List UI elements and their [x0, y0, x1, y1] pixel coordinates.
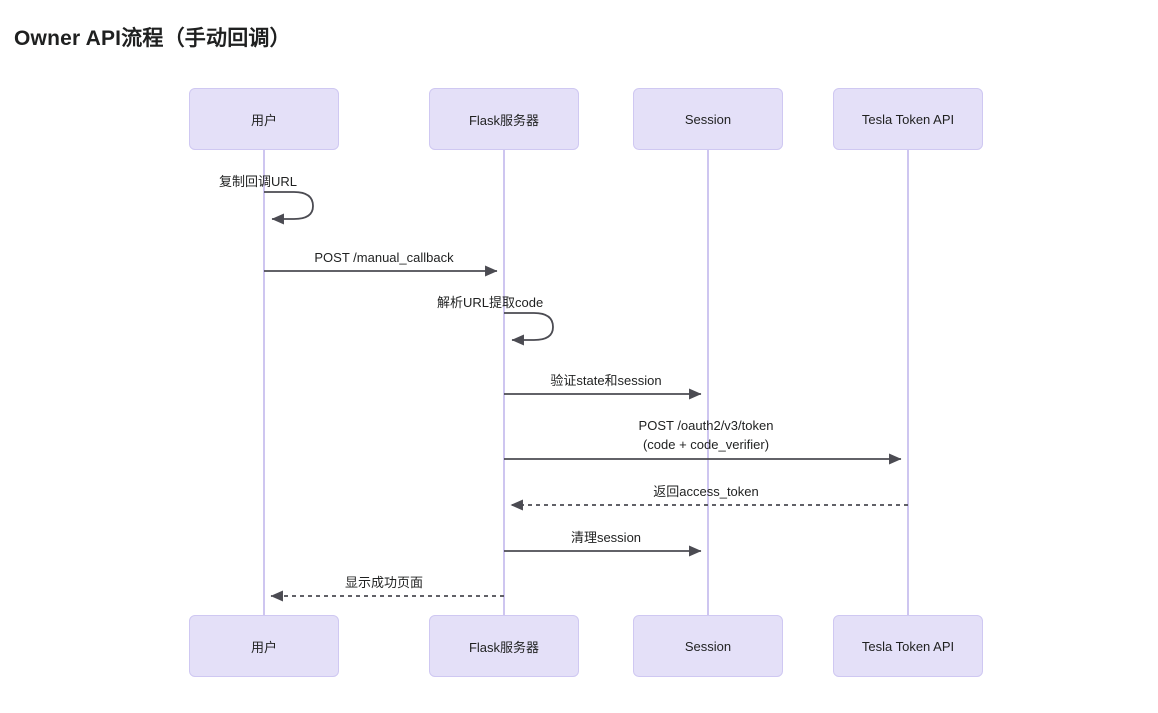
actor-label-user-bottom: 用户 — [250, 639, 277, 655]
actor-box-user-top[interactable]: 用户 — [189, 88, 339, 150]
lifeline-user — [263, 150, 265, 615]
actor-label-session: Session — [684, 111, 732, 127]
actor-box-session-top[interactable]: Session — [633, 88, 783, 150]
actor-box-user-bottom[interactable]: 用户 — [189, 615, 339, 677]
message-label-5: POST /oauth2/v3/token (code + code_verif… — [504, 416, 908, 454]
actor-label-session-bottom: Session — [684, 638, 732, 654]
actor-box-session-bottom[interactable]: Session — [633, 615, 783, 677]
message-label-2: POST /manual_callback — [314, 250, 454, 265]
message-label-1: 复制回调URL — [219, 174, 298, 189]
message-label-7: 清理session — [570, 530, 642, 545]
message-line-1-self-loop — [264, 191, 314, 225]
page-title: Owner API流程（手动回调） — [14, 27, 291, 50]
message-label-3: 解析URL提取code — [437, 295, 544, 310]
message-line-3-self-loop — [504, 312, 554, 346]
actor-label-tesla: Tesla Token API — [861, 111, 955, 127]
lifeline-session — [707, 150, 709, 615]
message-label-4: 验证state和session — [550, 373, 662, 388]
actor-box-tesla-bottom[interactable]: Tesla Token API — [833, 615, 983, 677]
actor-box-tesla-top[interactable]: Tesla Token API — [833, 88, 983, 150]
actor-box-flask-bottom[interactable]: Flask服务器 — [429, 615, 579, 677]
message-label-6: 返回access_token — [653, 484, 759, 499]
actor-label-tesla-bottom: Tesla Token API — [861, 638, 955, 654]
actor-label-user: 用户 — [250, 112, 277, 128]
actor-label-flask-bottom: Flask服务器 — [468, 639, 540, 655]
message-label-5-line2: (code + code_verifier) — [642, 437, 770, 452]
lifeline-flask — [503, 150, 505, 615]
message-label-5-line1: POST /oauth2/v3/token — [638, 418, 774, 433]
actor-label-flask: Flask服务器 — [468, 112, 540, 128]
lifeline-tesla — [907, 150, 909, 615]
actor-box-flask-top[interactable]: Flask服务器 — [429, 88, 579, 150]
message-label-8: 显示成功页面 — [344, 575, 423, 590]
